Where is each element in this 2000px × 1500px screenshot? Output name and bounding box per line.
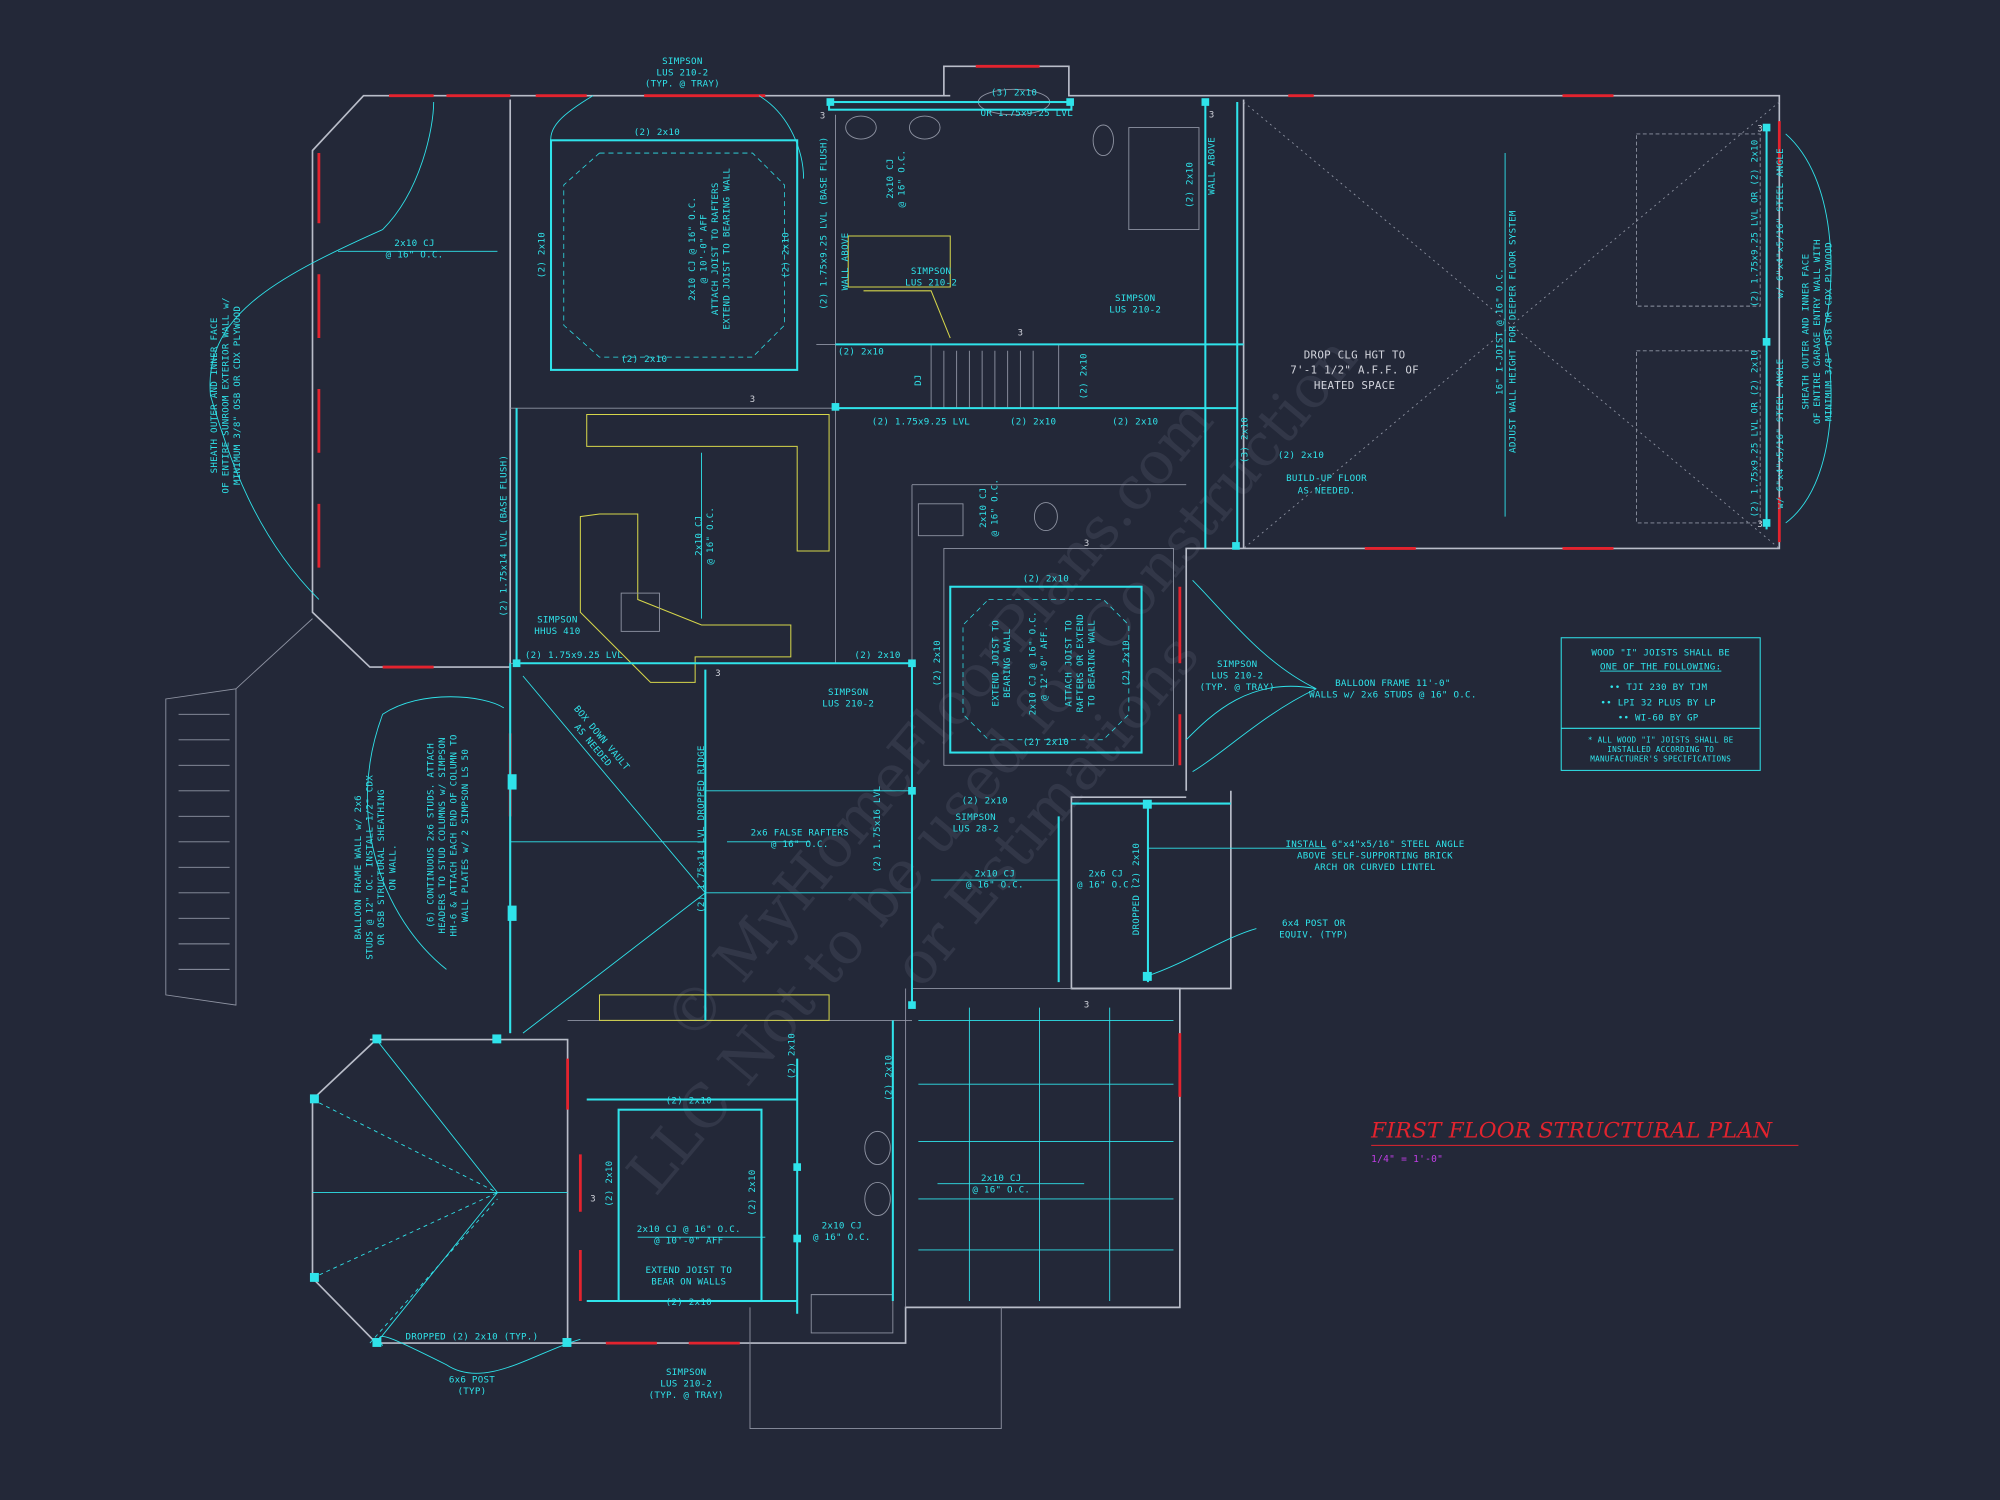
label-balloon-left: BALLOON FRAME WALL w/ 2x6STUDS @ 12" OC.… [353,775,398,960]
label-mb-top: (2) 2x10 [666,1095,712,1106]
label-sunroom-cj: 2x10 CJ@ 16" O.C. [386,238,444,260]
drawing-title: FIRST FLOOR STRUCTURAL PLAN [1370,1119,1773,1144]
label-dropped-octagon: DROPPED (2) 2x10 (TYP.) [405,1331,538,1342]
svg-text:3: 3 [1018,328,1024,338]
label-balloon-right: BALLOON FRAME 11'-0"WALLS w/ 2x6 STUDS @… [1309,678,1477,700]
label-tray2-top: (2) 2x10 [1023,574,1069,585]
label-hall-cj: 2x10 CJ@ 16" O.C. [966,868,1024,890]
label-tray-top: (2) 2x10 [634,127,680,138]
drawing-title-block: FIRST FLOOR STRUCTURAL PLAN 1/4" = 1'-0" [1370,1119,1799,1165]
label-powder-cj: 2x10 CJ@ 16" O.C. [978,479,1000,537]
label-lvl-kitchen: (2) 1.75x9.25 LVL [525,650,623,661]
label-stair-2x10: (2) 2x10 [838,347,884,358]
label-wall-above-1: WALL ABOVE [840,233,851,291]
joist-note-item: •• WI-60 BY GP [1618,713,1699,724]
svg-text:3: 3 [820,112,826,122]
label-vestibule-cj: 2x6 CJ@ 16" O.C. [1077,868,1135,890]
svg-text:3: 3 [1757,520,1763,530]
joist-note-item: •• TJI 230 BY TJM [1609,682,1707,693]
label-tray2-attach: ATTACH JOIST TORAFTERS OR EXTENDTO BEARI… [1063,614,1097,712]
window-openings [317,64,1781,1345]
label-tray2-right: (2) 2x10 [1121,640,1132,686]
label-dj: DJ [913,374,924,386]
svg-text:3: 3 [1209,110,1215,120]
label-false-rafters: 2x6 FALSE RAFTERS@ 16" O.C. [751,827,849,849]
label-buildup-2x10: (2) 2x10 [1278,450,1324,461]
label-tray2-cj: 2x10 CJ @ 16" O.C.@ 12'-0" AFF. [1028,611,1050,715]
label-stud-columns: (6) CONTINUOUS 2x6 STUDS. ATTACHHEADERS … [426,734,471,936]
label-tray-left: (2) 2x10 [537,232,548,278]
label-post-6x6: 6x6 POST(TYP) [449,1375,495,1397]
label-mb-left: (2) 2x10 [604,1161,615,1207]
kitchen-cabinets [579,235,951,1021]
label-porch-cj: 2x10 CJ@ 16" O.C. [972,1173,1030,1195]
svg-text:3: 3 [750,395,756,405]
label-wall-above-2: WALL ABOVE [1206,137,1217,195]
label-tray2-extend: EXTEND JOIST TOBEARING WALL [991,620,1013,707]
label-closet-a: (2) 2x10 [787,1033,798,1079]
label-small-2x10: (2) 2x10 [962,796,1008,807]
label-mb-cj: 2x10 CJ @ 16" O.C.@ 10'-0" AFF [637,1224,741,1246]
label-mb-bottom: (2) 2x10 [666,1297,712,1308]
label-tray2-bottom: (2) 2x10 [1023,737,1069,748]
label-lvl-16: (2) 1.75x16 LVL [872,786,883,873]
svg-text:3: 3 [1084,539,1090,549]
label-lvl-14-flush: (2) 1.75x14 LVL (BASE FLUSH) [498,455,509,617]
structural-members [209,95,1832,1374]
label-kitchen-cj: 2x10 CJ@ 16" O.C. [694,507,716,565]
label-dropped-ridge: (2) 1.75x14 LVL DROPPED RIDGE [696,745,707,913]
svg-text:3: 3 [1084,1001,1090,1011]
label-closet-3x10: (3) 2x10 [1239,417,1250,463]
svg-text:3: 3 [715,669,721,679]
label-bath-cj: 2x10 CJ@ 16" O.C. [885,150,907,208]
label-tray-cj: 2x10 CJ @ 16" O.C.@ 10'-0" AFFATTACH JOI… [687,168,732,330]
label-sunroom-sheath: SHEATH OUTER AND INNER FACEOF ENTIRE SUN… [209,297,243,493]
label-tray-right: (2) 2x10 [780,232,791,278]
label-bath2-cj: 2x10 CJ@ 16" O.C. [813,1220,871,1242]
posts [309,98,1771,1347]
joist-note-item: •• LPI 32 PLUS BY LP [1600,697,1716,708]
label-garage-sheath: SHEATH OUTER AND INNER FACEOF ENTIRE GAR… [1801,239,1835,424]
label-mb-right: (2) 2x10 [747,1169,758,1215]
label-lvl-mid: (2) 1.75x9.25 LVL [872,417,970,428]
svg-text:3: 3 [1757,124,1763,134]
svg-text:3: 3 [590,1195,596,1205]
label-closet-2x10: (2) 2x10 [1185,162,1196,208]
label-stair-beam: (2) 2x10 [1079,353,1090,399]
label-dropped-vestibule: DROPPED (2) 2x10 [1131,843,1142,935]
drawing-scale: 1/4" = 1'-0" [1371,1154,1443,1165]
label-garage-joist: 16" I-JOIST @ 16" O.C.ADJUST WALL HEIGHT… [1495,210,1519,453]
marker-labels: 3 3 3 3 3 3 3 3 3 3 [590,110,1763,1205]
label-tray-bottom: (2) 2x10 [621,354,667,365]
label-mid-2x10-a: (2) 2x10 [1010,417,1056,428]
label-tray2-left: (2) 2x10 [932,640,943,686]
label-lvl-flush: (2) 1.75x9.25 LVL (BASE FLUSH) [819,137,830,310]
label-mid-2x10-b: (2) 2x10 [1112,417,1158,428]
label-hall-2x10: (2) 2x10 [854,650,900,661]
label-closet-b: (2) 2x10 [884,1055,895,1101]
